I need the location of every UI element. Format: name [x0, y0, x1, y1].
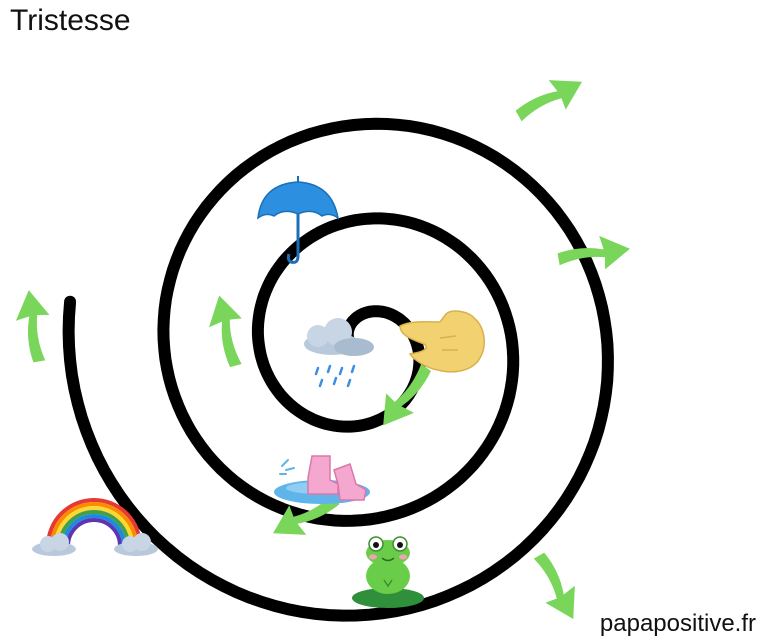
arrow-bottom-center	[273, 493, 340, 535]
rain-cloud-icon	[304, 318, 374, 388]
umbrella-icon	[257, 176, 340, 264]
arrow-top-right	[515, 80, 582, 122]
arrow-inner-left	[209, 295, 242, 368]
pointing-hand-icon	[399, 310, 486, 373]
spiral-line	[62, 117, 614, 622]
site-credit: papapositive.fr	[599, 610, 756, 637]
frog-icon	[352, 536, 424, 608]
rain-boots-icon	[274, 455, 370, 504]
arrow-right	[557, 235, 630, 270]
page-title: Tristesse	[10, 4, 131, 37]
arrow-from-hand	[383, 364, 432, 426]
rainbow-icon	[32, 498, 158, 556]
arrow-left	[15, 290, 50, 363]
arrow-bottom-right	[533, 552, 575, 619]
